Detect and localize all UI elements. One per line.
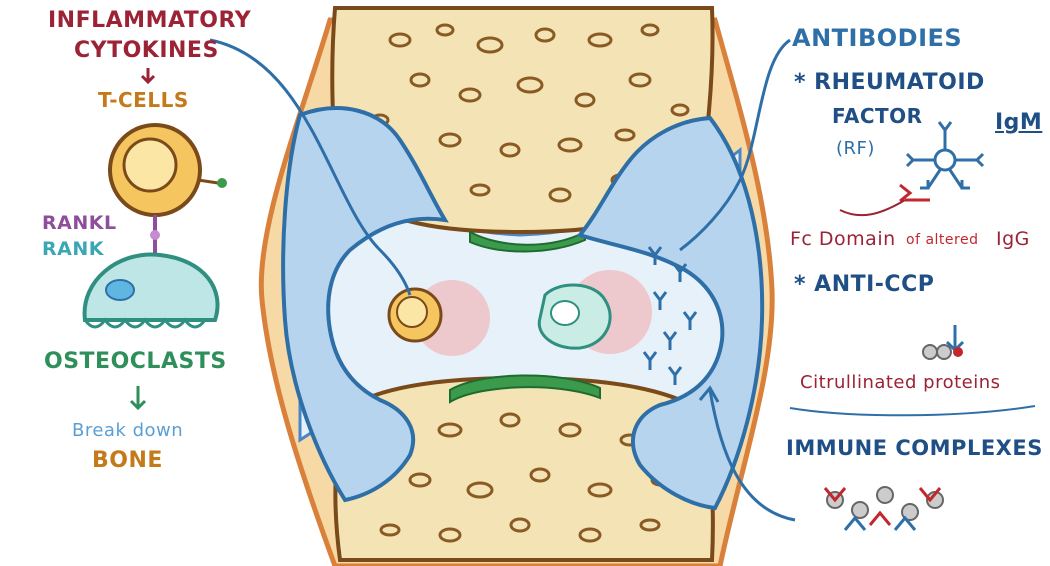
label-immune-complexes: IMMUNE COMPLEXES [786,436,1043,460]
label-factor: FACTOR [832,104,923,128]
label-inflammatory: INFLAMMATORY [48,8,251,33]
label-rheumatoid: * RHEUMATOID [794,70,985,95]
macrophage [539,285,610,348]
label-bone: BONE [92,448,163,473]
fc-pointer-line [840,200,905,215]
label-rf: (RF) [836,138,875,159]
label-of-altered: of altered [906,232,978,248]
label-rank: RANK [42,238,104,260]
label-antibodies: ANTIBODIES [792,24,962,52]
arrow-osteoclasts [131,386,145,408]
label-rankl: RANKL [42,212,117,234]
igm-pentamer-icon [907,122,983,188]
t-cell-joint [389,289,441,341]
label-igm: IgM [995,110,1042,135]
label-fc-domain: Fc Domain [790,228,896,250]
label-igg: IgG [996,228,1030,250]
label-break-down: Break down [72,420,183,441]
underline-divider [790,406,1035,415]
label-cytokines: CYTOKINES [74,38,219,63]
label-t-cells: T-CELLS [98,88,189,112]
arrow-cytokines [142,68,154,82]
t-cell-left [110,125,227,215]
anti-ccp-icon [923,325,963,359]
immune-complex-icon [825,487,943,530]
label-citrullinated: Citrullinated proteins [800,372,1001,393]
label-osteoclasts: OSTEOCLASTS [44,349,227,374]
label-anti-ccp: * ANTI-CCP [794,272,934,297]
osteoclast-cell [85,254,218,327]
